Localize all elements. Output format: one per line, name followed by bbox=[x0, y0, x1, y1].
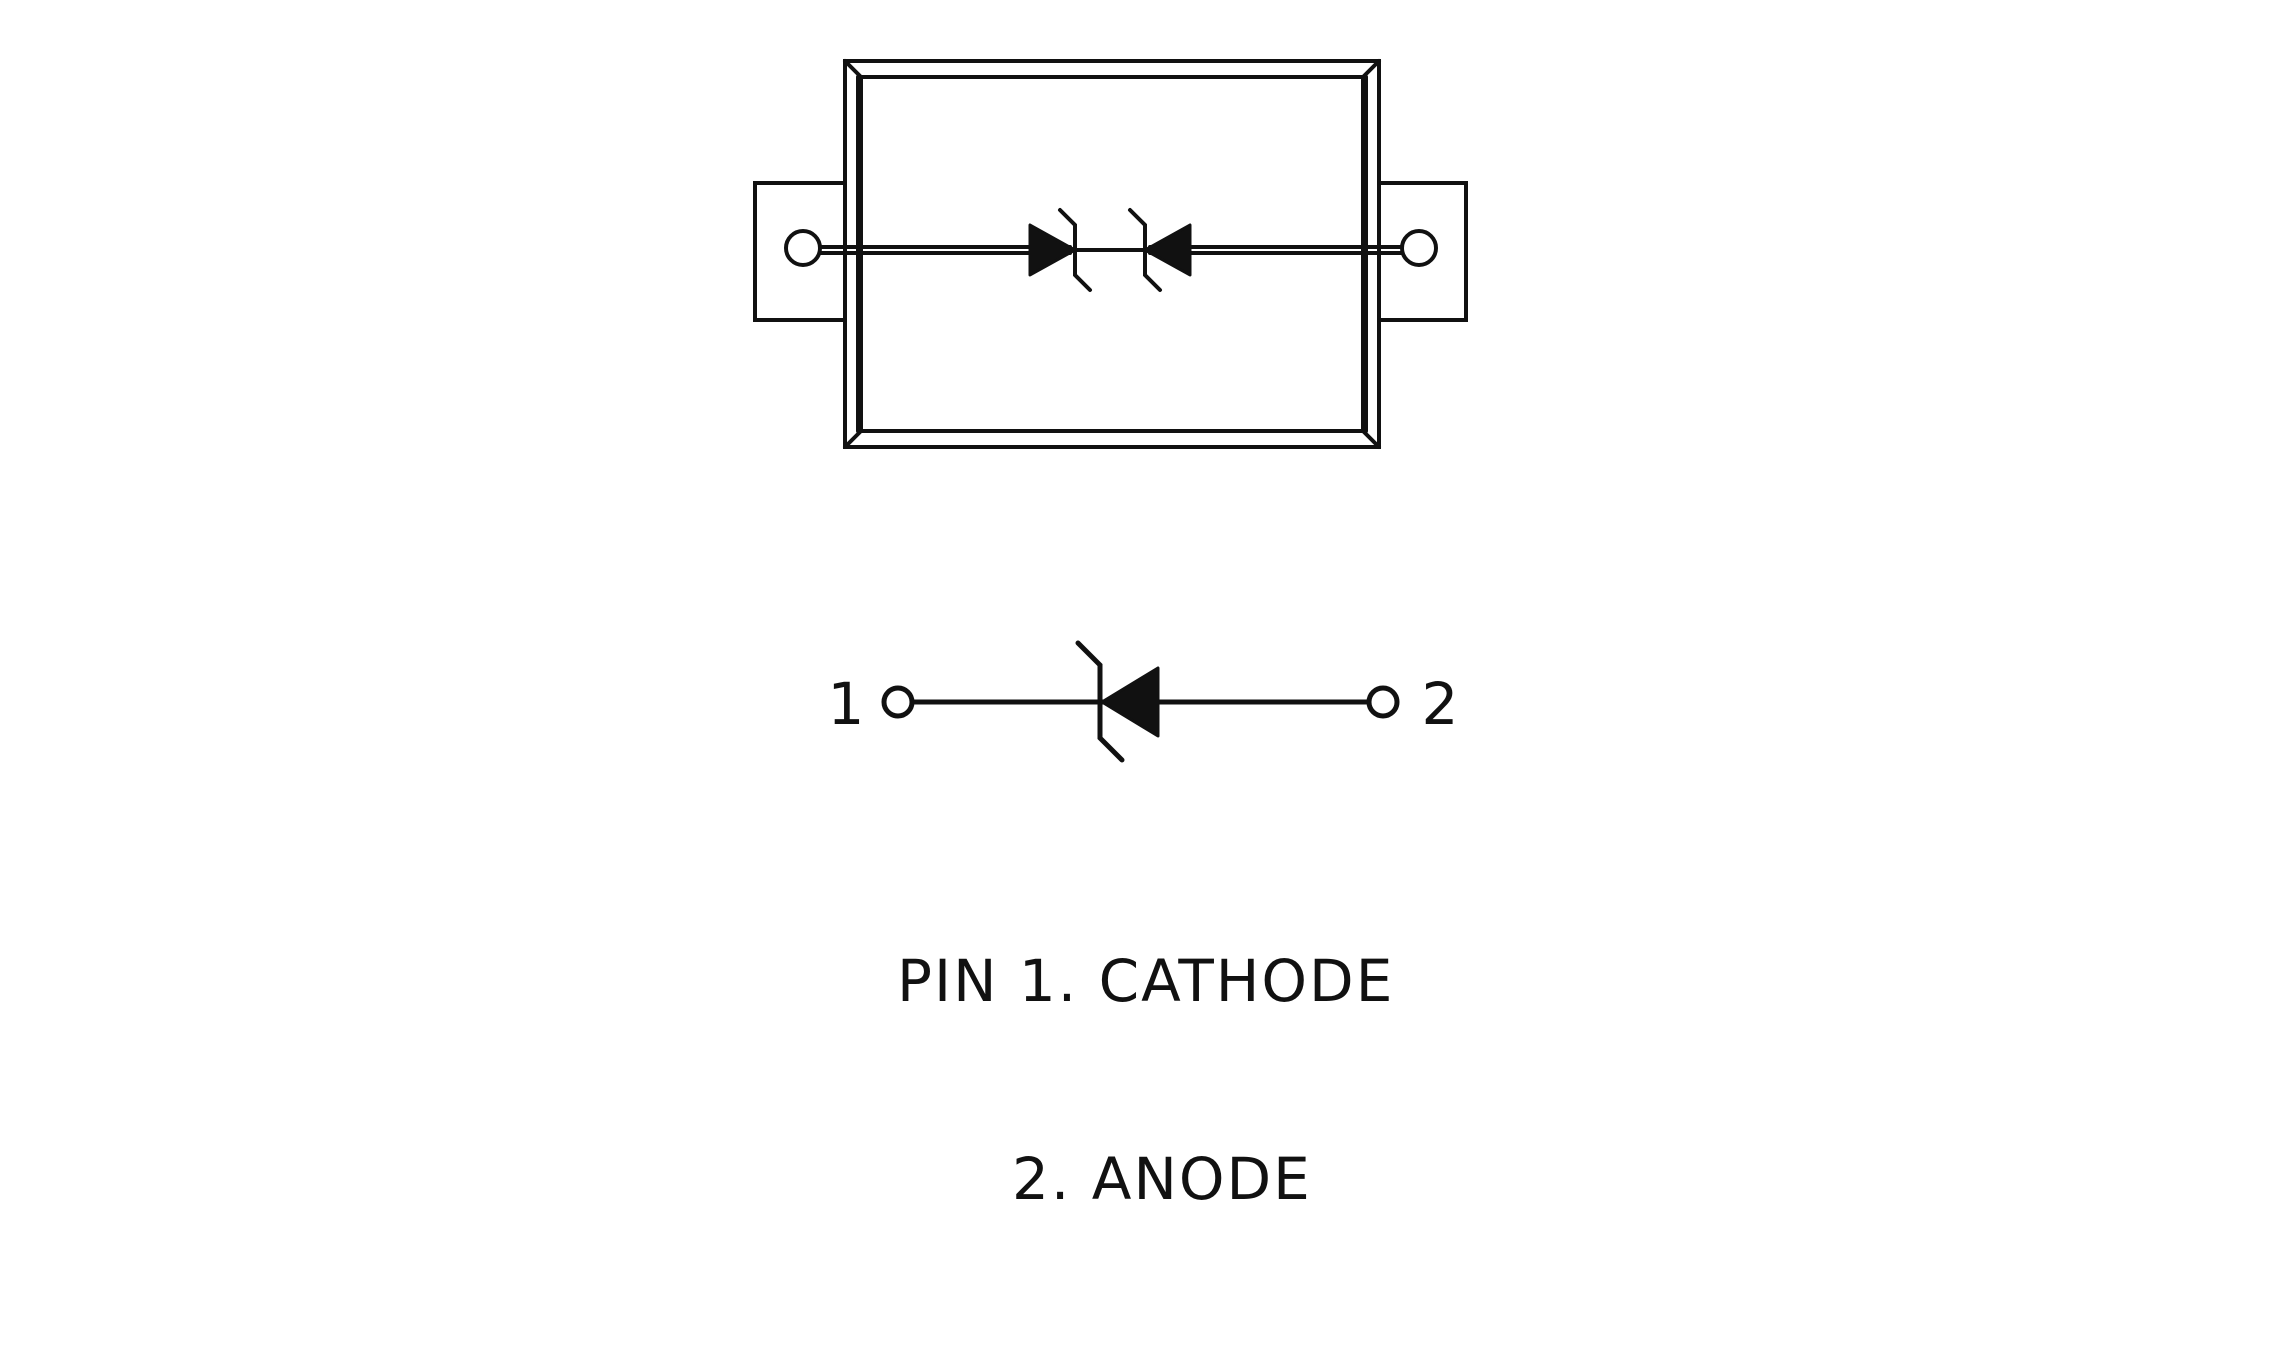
zener-cathode-bar bbox=[1075, 640, 1125, 763]
zener-diode-symbol bbox=[881, 640, 1400, 763]
package-diode-right-triangle bbox=[1143, 223, 1192, 277]
pin1-terminal-circle bbox=[881, 685, 915, 719]
pin1-label: 1 bbox=[828, 670, 865, 738]
pin-legend-line2: 2. ANODE bbox=[1012, 1145, 1312, 1213]
schematic-diode-triangle bbox=[1100, 666, 1160, 738]
pin2-terminal-circle bbox=[1366, 685, 1400, 719]
pin-legend: PIN 1. CATHODE 2. ANODE bbox=[897, 816, 1394, 1344]
diagram-canvas: 1 2 PIN 1. CATHODE 2. ANODE bbox=[753, 59, 1468, 1212]
left-terminal-circle bbox=[784, 229, 822, 267]
right-terminal-circle bbox=[1400, 229, 1438, 267]
pin2-label: 2 bbox=[1422, 670, 1459, 738]
package-bevel bbox=[843, 59, 863, 79]
package-bevel bbox=[1361, 59, 1381, 79]
package-bevel bbox=[843, 429, 863, 449]
package-diode-left-triangle bbox=[1028, 223, 1077, 277]
pin-legend-line1: PIN 1. CATHODE bbox=[897, 947, 1395, 1015]
package-outline-drawing: 1 2 bbox=[753, 59, 1468, 763]
package-bevel bbox=[1361, 429, 1381, 449]
